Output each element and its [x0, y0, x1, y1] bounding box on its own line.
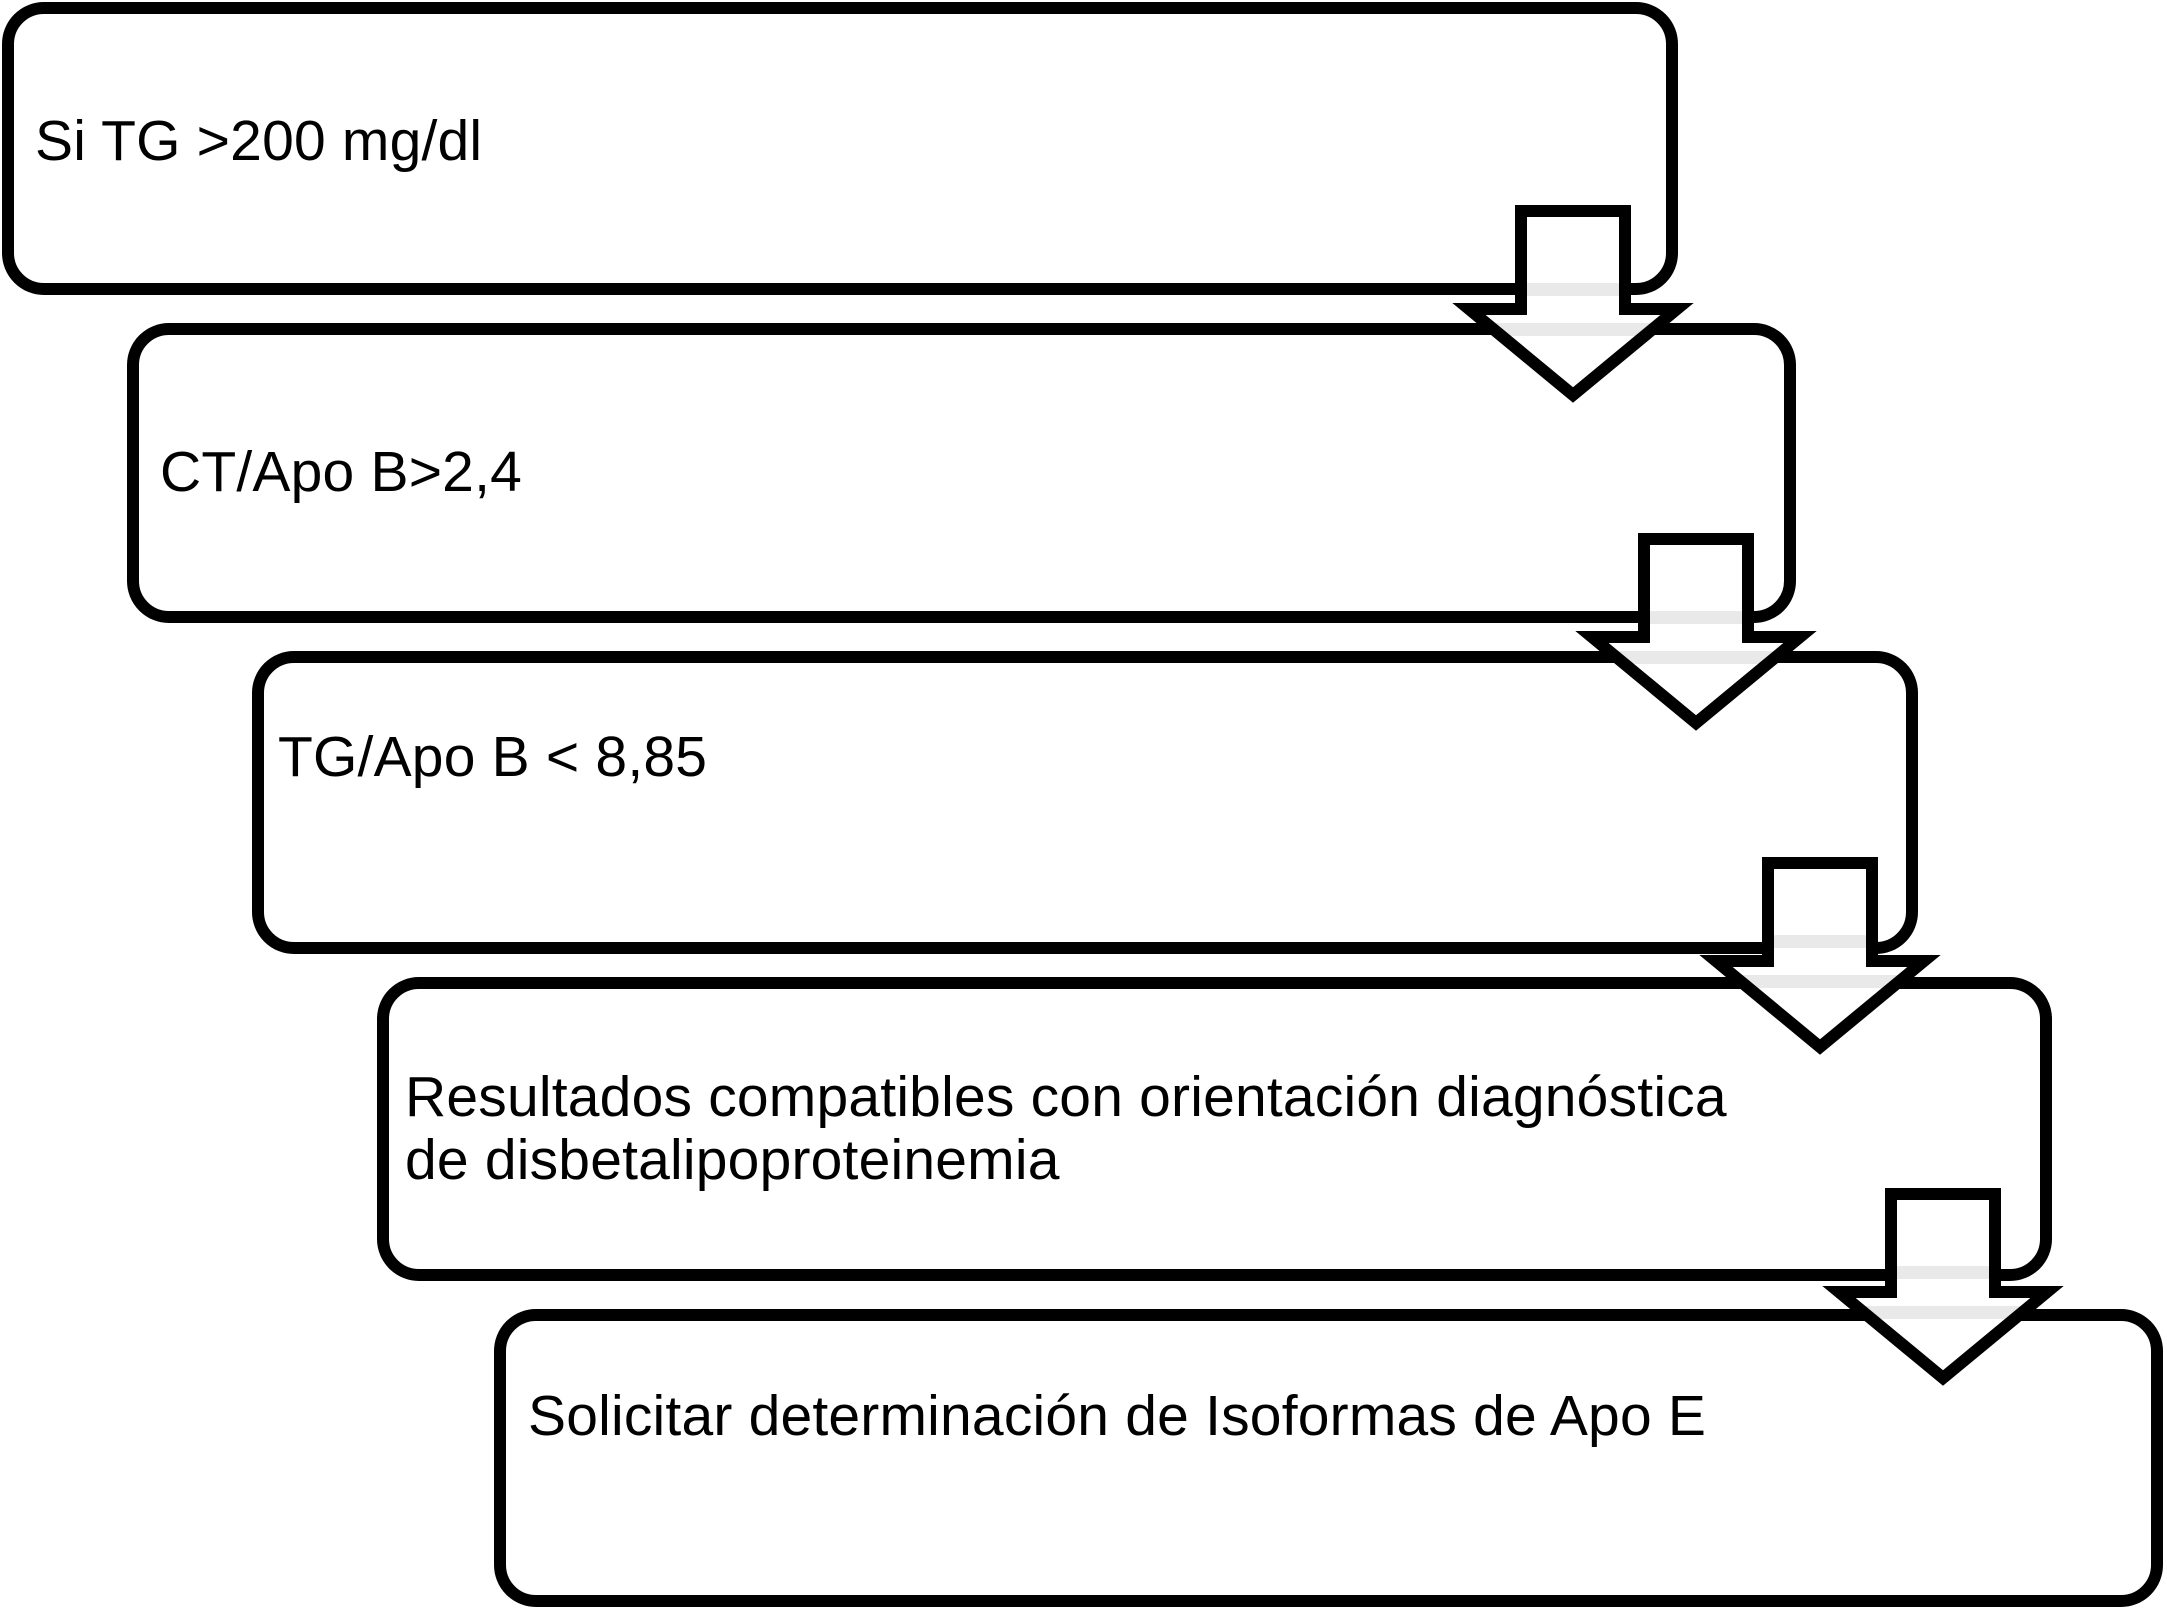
flow-step-2: CT/Apo B>2,4	[127, 323, 1796, 623]
flow-step-3: TG/Apo B < 8,85	[252, 651, 1918, 954]
flow-step-4-label: Resultados compatibles con orientación d…	[405, 1065, 1727, 1192]
down-arrow-4	[1822, 1188, 2064, 1386]
flow-step-5-label: Solicitar determinación de Isoformas de …	[528, 1384, 1707, 1448]
down-arrow-3	[1699, 857, 1941, 1055]
down-arrow-2	[1575, 533, 1817, 731]
flow-step-3-label: TG/Apo B < 8,85	[278, 725, 708, 789]
flow-step-5: Solicitar determinación de Isoformas de …	[494, 1309, 2163, 1607]
flow-step-2-label: CT/Apo B>2,4	[160, 440, 523, 504]
flow-step-4: Resultados compatibles con orientación d…	[377, 977, 2052, 1281]
down-arrow-1	[1452, 205, 1694, 403]
flow-step-1: Si TG >200 mg/dl	[2, 2, 1678, 295]
flow-step-1-label: Si TG >200 mg/dl	[35, 109, 483, 173]
